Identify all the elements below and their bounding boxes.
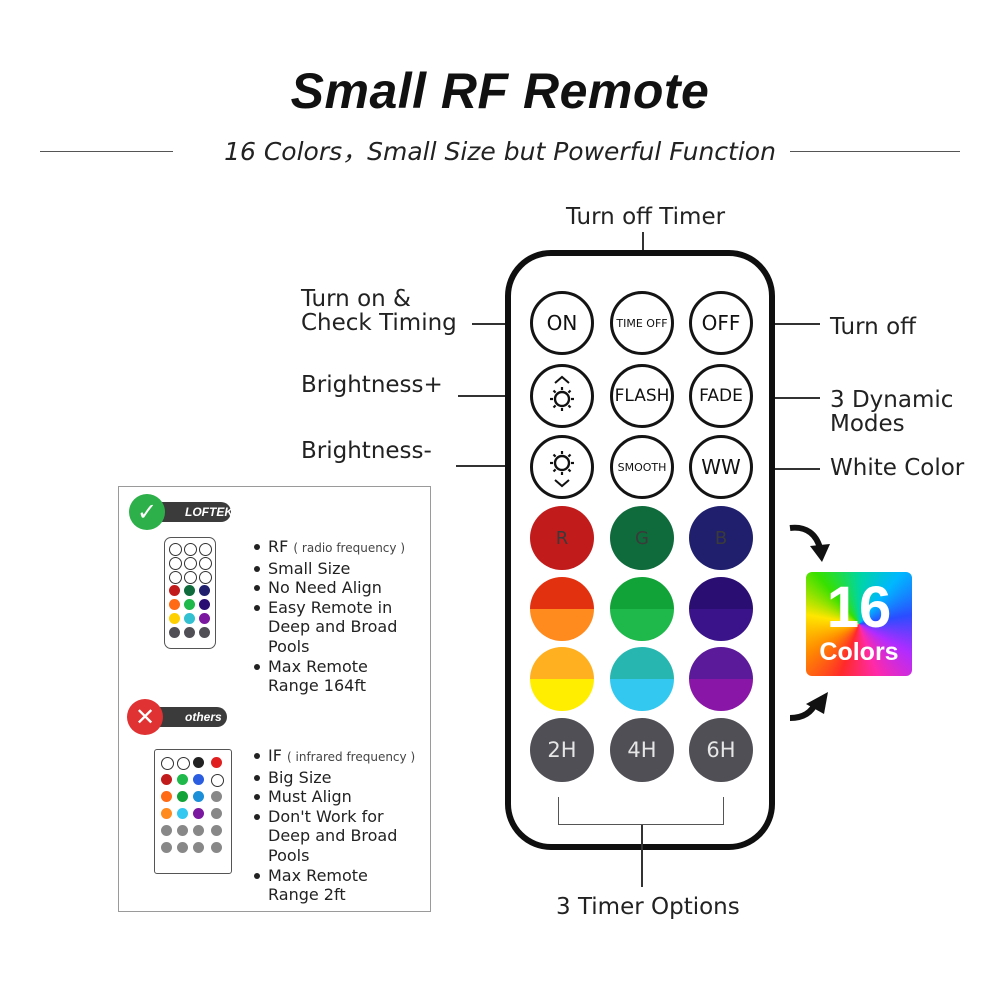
ww-button[interactable]: WW bbox=[689, 435, 753, 499]
ir-title-item: IF ( infrared frequency ) bbox=[254, 746, 424, 768]
timer-2h-button[interactable]: 2H bbox=[530, 718, 594, 782]
list-item: Max Remote Range 164ft bbox=[254, 657, 388, 696]
subtitle-rule-left bbox=[40, 151, 173, 152]
leader-brightness-plus bbox=[458, 395, 534, 397]
leader-dynamic bbox=[752, 397, 820, 399]
list-item: Easy Remote in Deep and Broad Pools bbox=[254, 598, 424, 657]
red-button[interactable]: R bbox=[530, 506, 594, 570]
page-title: Small RF Remote bbox=[290, 63, 710, 119]
ir-feature-list: IF ( infrared frequency ) Big Size Must … bbox=[254, 746, 424, 905]
leader-timer-options bbox=[641, 825, 643, 887]
mini-ir-remote bbox=[154, 749, 232, 874]
label-brightness-plus: Brightness+ bbox=[301, 372, 443, 398]
leader-turn-off bbox=[752, 323, 820, 325]
green-button[interactable]: G bbox=[610, 506, 674, 570]
badge-label: Colors bbox=[819, 638, 899, 666]
rf-note: ( radio frequency ) bbox=[293, 541, 405, 555]
list-item: No Need Align bbox=[254, 578, 424, 598]
timer-6h-button[interactable]: 6H bbox=[689, 718, 753, 782]
label-turn-off-timer: Turn off Timer bbox=[566, 204, 726, 230]
brand-tag: LOFTEK bbox=[145, 502, 233, 522]
light-green-button[interactable] bbox=[610, 577, 674, 641]
on-button[interactable]: ON bbox=[530, 291, 594, 355]
rf-title: RF bbox=[268, 537, 289, 556]
curved-arrow-icon bbox=[789, 692, 828, 721]
list-item: Max Remote Range 2ft bbox=[254, 866, 388, 905]
flash-button[interactable]: FLASH bbox=[610, 364, 674, 428]
yellow-button[interactable] bbox=[530, 647, 594, 711]
blue-button[interactable]: B bbox=[689, 506, 753, 570]
list-item: Small Size bbox=[254, 559, 424, 579]
mini-rf-remote bbox=[164, 537, 216, 649]
ir-title: IF bbox=[268, 746, 282, 765]
subtitle-rule-right bbox=[790, 151, 960, 152]
badge-number: 16 bbox=[826, 575, 892, 640]
list-item: Don't Work for Deep and Broad Pools bbox=[254, 807, 408, 866]
purple-button[interactable] bbox=[689, 647, 753, 711]
cross-icon: ✕ bbox=[127, 699, 163, 735]
label-white-color: White Color bbox=[830, 455, 965, 481]
leader-white-color bbox=[752, 468, 820, 470]
label-turn-off: Turn off bbox=[830, 314, 916, 340]
leader-brightness-minus bbox=[456, 465, 534, 467]
sun-down-icon bbox=[550, 451, 574, 488]
label-brightness-minus: Brightness- bbox=[301, 438, 432, 464]
label-turn-on-line2: Check Timing bbox=[301, 310, 457, 336]
others-tag: others bbox=[145, 707, 227, 727]
brightness-up-button[interactable] bbox=[530, 364, 594, 428]
page-subtitle: 16 Colors，Small Size but Powerful Functi… bbox=[224, 137, 776, 166]
smooth-button[interactable]: SMOOTH bbox=[610, 435, 674, 499]
fade-button[interactable]: FADE bbox=[689, 364, 753, 428]
check-icon: ✓ bbox=[129, 494, 165, 530]
time-off-button[interactable]: TIME OFF bbox=[610, 291, 674, 355]
indigo-button[interactable] bbox=[689, 577, 753, 641]
label-dynamic-line1: 3 Dynamic bbox=[830, 387, 954, 413]
comparison-panel: LOFTEK ✓ RF ( radio frequency ) Small Si… bbox=[118, 486, 431, 912]
list-item: Big Size bbox=[254, 768, 424, 788]
leader-turn-on bbox=[472, 323, 534, 325]
sun-up-icon bbox=[550, 375, 574, 411]
timer-bracket bbox=[558, 797, 724, 825]
label-turn-on-line1: Turn on & bbox=[301, 286, 411, 312]
brightness-down-button[interactable] bbox=[530, 435, 594, 499]
rf-feature-list: RF ( radio frequency ) Small Size No Nee… bbox=[254, 537, 424, 696]
sixteen-colors-badge: 16 Colors bbox=[806, 572, 912, 676]
label-timer-options: 3 Timer Options bbox=[556, 894, 740, 920]
curved-arrow-icon bbox=[789, 524, 830, 562]
ir-note: ( infrared frequency ) bbox=[287, 750, 416, 764]
label-dynamic-line2: Modes bbox=[830, 411, 905, 437]
list-item: Must Align bbox=[254, 787, 424, 807]
off-button[interactable]: OFF bbox=[689, 291, 753, 355]
cyan-button[interactable] bbox=[610, 647, 674, 711]
timer-4h-button[interactable]: 4H bbox=[610, 718, 674, 782]
orange-button[interactable] bbox=[530, 577, 594, 641]
rf-title-item: RF ( radio frequency ) bbox=[254, 537, 424, 559]
